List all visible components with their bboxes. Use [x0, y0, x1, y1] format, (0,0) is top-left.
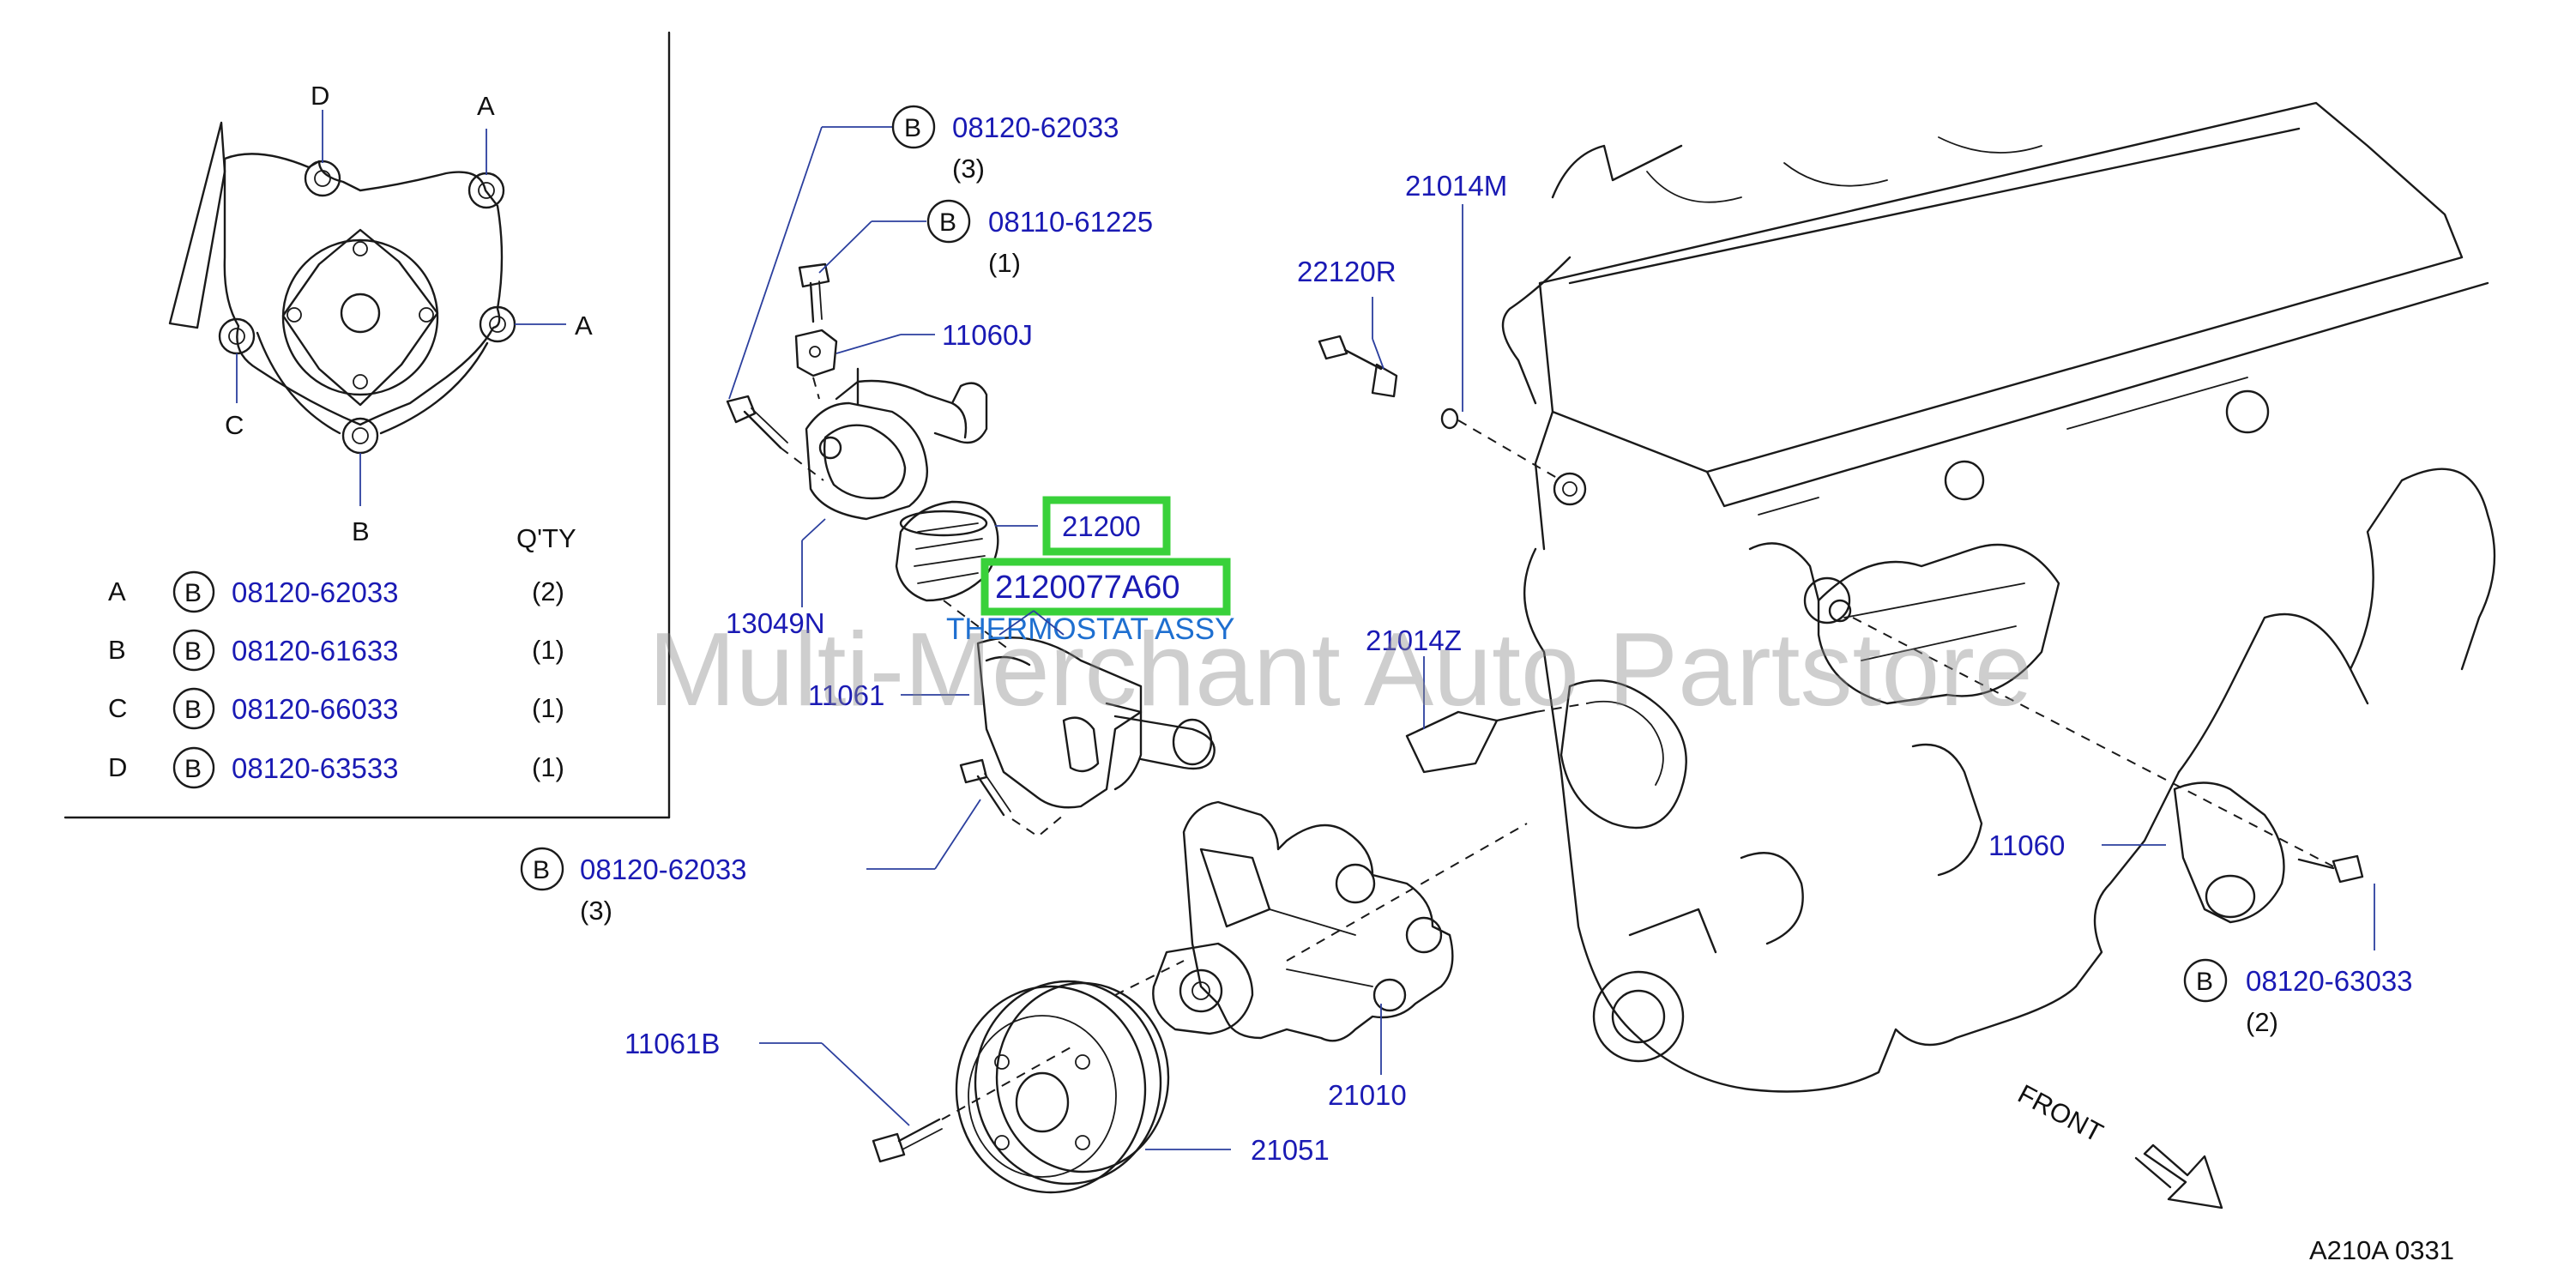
part-11060[interactable]: 11060 [1988, 830, 2065, 861]
bolt-table-row[interactable]: D B 08120-63533 (1) [108, 746, 564, 789]
inset-label-c: C [225, 410, 244, 440]
bolt-badge: B [184, 637, 202, 666]
water-outlet-drawing [805, 367, 988, 521]
qty: (3) [580, 896, 612, 926]
row-part-number[interactable]: 08120-66033 [232, 693, 399, 725]
part-11060j[interactable]: 11060J [942, 319, 1033, 351]
inset-label-a-right: A [575, 311, 593, 341]
bolt-badge: B [939, 208, 956, 237]
front-arrow [2134, 1143, 2223, 1210]
qty-header: Q'TY [516, 523, 576, 553]
row-part-number[interactable]: 08120-62033 [232, 576, 399, 608]
inset-panel: D A A C B Q'TY A B 08120-62033 (2) B B 0… [63, 31, 671, 819]
row-letter: D [108, 752, 127, 782]
engine-block-drawing [1501, 101, 2496, 1093]
row-qty: (2) [532, 576, 564, 606]
qty: (3) [952, 154, 985, 184]
row-letter: C [108, 693, 127, 723]
front-label: FRONT [2013, 1078, 2108, 1148]
part-21010[interactable]: 21010 [1328, 1079, 1407, 1111]
part-21014z[interactable]: 21014Z [1366, 624, 1462, 656]
thermostat-drawing [895, 500, 999, 602]
inset-leaders [236, 110, 566, 506]
callout-bolt-lower[interactable]: B 08120-62033 (3) [520, 847, 747, 926]
bolt-table-row[interactable]: B B 08120-61633 (1) [108, 629, 564, 672]
bolt-table-row[interactable]: C B 08120-66033 (1) [108, 687, 564, 730]
diagram-code: A210A 0331 [2309, 1235, 2454, 1265]
inset-label-b: B [352, 516, 370, 546]
qty: (2) [2246, 1007, 2278, 1037]
part-description: THERMOSTAT ASSY [946, 612, 1234, 646]
bolt-badge: B [904, 114, 921, 142]
row-letter: A [108, 576, 126, 606]
bolt-badge: B [2196, 968, 2213, 996]
part-number[interactable]: 08120-63033 [2246, 965, 2413, 997]
bolt-badge: B [184, 755, 202, 783]
bolt-badge: B [184, 696, 202, 724]
part-22120r[interactable]: 22120R [1297, 256, 1397, 287]
bolts-drawing [726, 262, 2364, 1163]
water-inlet-drawing [976, 636, 1216, 809]
part-21014m[interactable]: 21014M [1405, 170, 1507, 202]
highlight-21200[interactable]: 21200 [1042, 496, 1171, 556]
callout-bolt-right[interactable]: B 08120-63033 (2) [2183, 958, 2413, 1037]
watermark: Multi-Merchant Auto Partstore [649, 611, 2033, 727]
pump-flange-drawing [168, 121, 516, 455]
bolt-badge: B [184, 579, 202, 607]
row-part-number[interactable]: 08120-61633 [232, 635, 399, 667]
inset-label-a-top: A [477, 91, 495, 121]
highlight-thermostat-assy[interactable]: 2120077A60 THERMOSTAT ASSY [946, 558, 1234, 646]
part-number[interactable]: 08110-61225 [988, 206, 1153, 238]
qty: (1) [988, 248, 1021, 278]
part-21051[interactable]: 21051 [1251, 1134, 1330, 1166]
part-21200[interactable]: 21200 [1062, 510, 1141, 542]
part-11061b[interactable]: 11061B [624, 1028, 720, 1059]
row-part-number[interactable]: 08120-63533 [232, 752, 399, 784]
assembly-lines [780, 377, 2334, 1120]
part-number[interactable]: 08120-62033 [580, 854, 747, 885]
row-qty: (1) [532, 635, 564, 665]
water-pump-drawing [1152, 800, 1454, 1042]
row-qty: (1) [532, 752, 564, 782]
row-qty: (1) [532, 693, 564, 723]
callout-bolt-small[interactable]: B 08110-61225 (1) [926, 199, 1153, 278]
part-number[interactable]: 08120-62033 [952, 112, 1119, 143]
bolt-table-row[interactable]: A B 08120-62033 (2) [108, 570, 564, 613]
highlighted-part-number[interactable]: 2120077A60 [995, 570, 1180, 606]
inset-label-d: D [311, 81, 329, 111]
part-13049n[interactable]: 13049N [726, 607, 825, 639]
callout-bolt-top[interactable]: B 08120-62033 (3) [891, 105, 1119, 184]
row-letter: B [108, 635, 126, 665]
part-11061[interactable]: 11061 [808, 679, 884, 711]
bolt-badge: B [533, 856, 550, 884]
pulley-drawing [955, 980, 1170, 1194]
leader-lines [728, 126, 2375, 1150]
